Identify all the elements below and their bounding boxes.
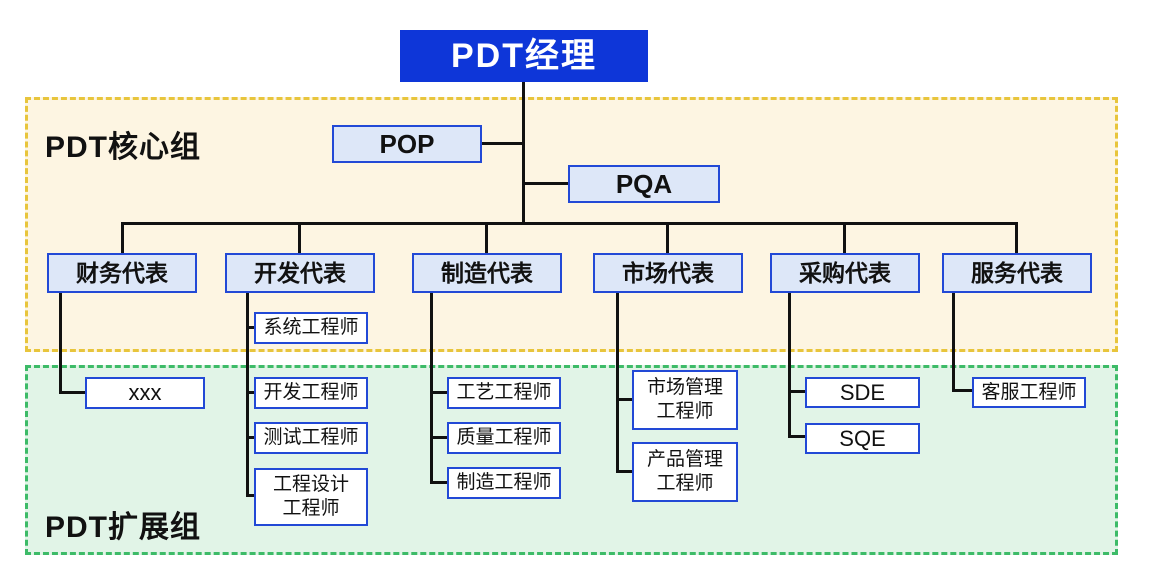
node-process-engineer: 工艺工程师: [447, 377, 561, 409]
node-sde: SDE: [805, 377, 920, 408]
connector-pqa-link: [524, 182, 570, 185]
connector-drop-service: [1015, 222, 1018, 253]
node-customer-service-engineer: 客服工程师: [972, 377, 1086, 408]
connector-mfg-tick-1: [430, 391, 447, 394]
connector-drop-procurement: [843, 222, 846, 253]
connector-mfg-spine: [430, 293, 433, 483]
connector-mfg-tick-3: [430, 481, 447, 484]
core-group-label: PDT核心组: [45, 131, 201, 164]
connector-service-tick: [952, 389, 972, 392]
connector-market-spine: [616, 293, 619, 472]
connector-drop-mfg: [485, 222, 488, 253]
node-finance-rep: 财务代表: [47, 253, 197, 293]
node-dev-rep: 开发代表: [225, 253, 375, 293]
connector-distribution-line: [121, 222, 1018, 225]
node-market-rep: 市场代表: [593, 253, 743, 293]
extended-group-label: PDT扩展组: [45, 511, 201, 544]
node-service-rep: 服务代表: [942, 253, 1092, 293]
node-product-mgmt-engineer: 产品管理 工程师: [632, 442, 738, 502]
node-pop: POP: [332, 125, 482, 163]
node-market-mgmt-engineer: 市场管理 工程师: [632, 370, 738, 430]
connector-market-tick-1: [616, 398, 632, 401]
node-pqa: PQA: [568, 165, 720, 203]
connector-manager-stem: [522, 82, 525, 225]
node-quality-engineer: 质量工程师: [447, 422, 561, 454]
node-engineering-design-engineer: 工程设计 工程师: [254, 468, 368, 526]
connector-drop-finance: [121, 222, 124, 253]
node-pdt-manager: PDT经理: [400, 30, 648, 82]
connector-finance-spine: [59, 293, 62, 394]
node-procurement-rep: 采购代表: [770, 253, 920, 293]
node-dev-engineer: 开发工程师: [254, 377, 368, 409]
extended-group-zone: [25, 365, 1118, 555]
node-xxx: xxx: [85, 377, 205, 409]
node-test-engineer: 测试工程师: [254, 422, 368, 454]
connector-procurement-tick-1: [788, 390, 805, 393]
node-sqe: SQE: [805, 423, 920, 454]
node-manufacturing-engineer: 制造工程师: [447, 467, 561, 499]
connector-dev-tick-1: [246, 326, 254, 329]
connector-procurement-spine: [788, 293, 791, 438]
connector-drop-dev: [298, 222, 301, 253]
connector-finance-tick: [59, 391, 85, 394]
node-system-engineer: 系统工程师: [254, 312, 368, 344]
connector-procurement-tick-2: [788, 435, 805, 438]
connector-dev-tick-4: [246, 494, 254, 497]
connector-mfg-tick-2: [430, 436, 447, 439]
connector-drop-market: [666, 222, 669, 253]
connector-market-tick-2: [616, 470, 632, 473]
connector-pop-link: [480, 142, 524, 145]
connector-dev-tick-3: [246, 436, 254, 439]
connector-dev-tick-2: [246, 391, 254, 394]
node-mfg-rep: 制造代表: [412, 253, 562, 293]
connector-dev-spine: [246, 293, 249, 497]
connector-service-spine: [952, 293, 955, 392]
